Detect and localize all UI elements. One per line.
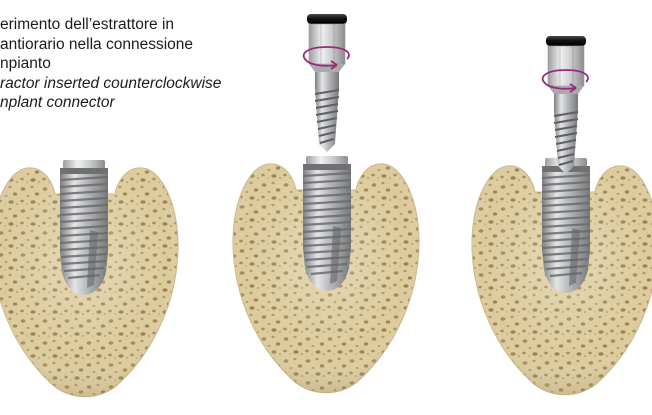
extractor-tool xyxy=(307,14,347,152)
implant-fixture xyxy=(542,158,590,293)
implant-fixture xyxy=(303,156,351,291)
figure-extractor-engaged-implant xyxy=(472,36,652,395)
figure-extractor-above-implant xyxy=(233,14,419,393)
implant-fixture xyxy=(60,160,108,295)
figure-implant-in-bone xyxy=(0,160,178,397)
extractor-tool xyxy=(546,36,586,174)
